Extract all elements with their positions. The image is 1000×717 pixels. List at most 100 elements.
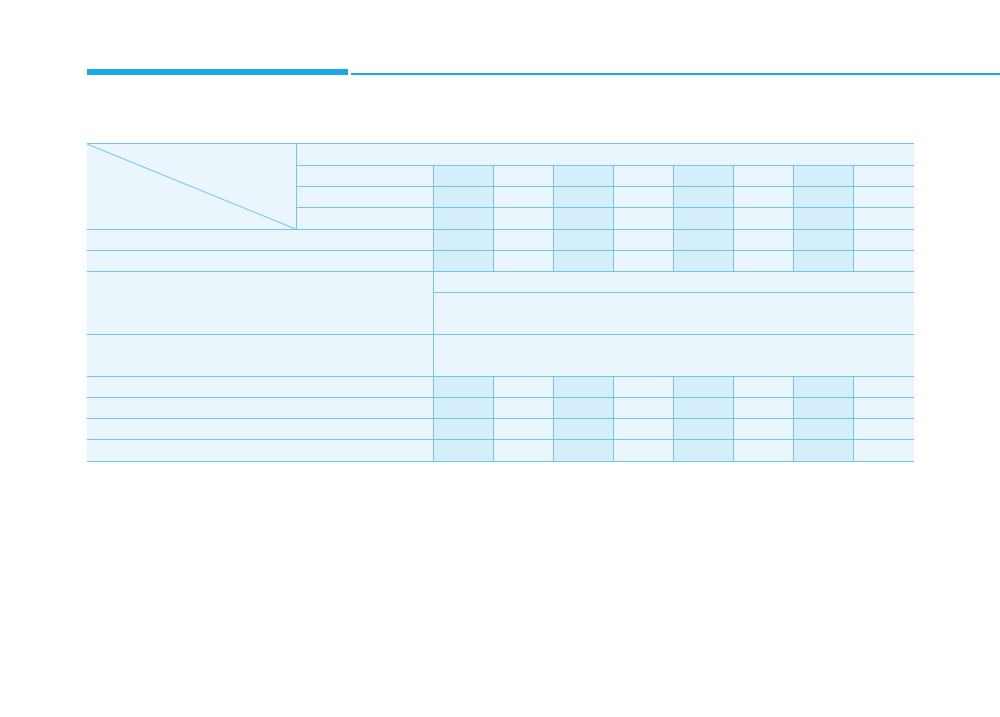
table-cell xyxy=(732,376,794,398)
table-cell xyxy=(792,397,854,419)
table-cell xyxy=(792,250,854,272)
table-cell xyxy=(672,418,734,440)
table-cell xyxy=(732,250,794,272)
table-row xyxy=(87,186,915,208)
table-cell xyxy=(492,376,554,398)
section-accent-bar xyxy=(87,69,348,75)
table-cell xyxy=(612,186,674,208)
table-cell xyxy=(432,165,494,187)
table-cell xyxy=(612,229,674,251)
section-header-rule xyxy=(351,73,1000,75)
table-cell xyxy=(552,165,614,187)
table-cell xyxy=(432,418,494,440)
table-cell xyxy=(552,439,614,462)
table-cell xyxy=(672,207,734,230)
table-cell xyxy=(672,229,734,251)
table-cell xyxy=(732,165,794,187)
table-cell xyxy=(792,207,854,230)
table-cell xyxy=(552,186,614,208)
table-cell xyxy=(792,229,854,251)
table-row xyxy=(87,418,915,440)
table-cell xyxy=(492,207,554,230)
row-label-cell xyxy=(87,250,434,272)
table-cell xyxy=(852,165,915,187)
table-cell xyxy=(552,418,614,440)
table-cell xyxy=(732,439,794,462)
table-cell xyxy=(732,186,794,208)
table-cell xyxy=(732,229,794,251)
table-cell xyxy=(432,439,494,462)
table-cell xyxy=(432,250,494,272)
row-label-cell xyxy=(87,439,434,462)
table-cell xyxy=(792,418,854,440)
table-cell xyxy=(672,376,734,398)
table-cell xyxy=(492,418,554,440)
table-cell xyxy=(432,229,494,251)
table-cell xyxy=(792,186,854,208)
table-cell xyxy=(492,439,554,462)
table-cell xyxy=(552,376,614,398)
table-cell xyxy=(732,418,794,440)
table-cell xyxy=(852,376,915,398)
table-cell xyxy=(612,207,674,230)
variant-label-cell xyxy=(296,186,434,208)
table-cell xyxy=(612,165,674,187)
table-cell xyxy=(852,229,915,251)
variant-label-cell xyxy=(296,165,434,187)
table-row xyxy=(87,439,915,462)
table-cell xyxy=(672,186,734,208)
merged-value-cell xyxy=(433,292,915,335)
diagonal-divider-line xyxy=(87,144,296,229)
row-label-cell xyxy=(87,376,434,398)
table-row xyxy=(87,229,915,251)
table-row xyxy=(87,292,915,335)
table-cell xyxy=(492,250,554,272)
table-cell xyxy=(792,376,854,398)
table-cell xyxy=(852,397,915,419)
table-header-row xyxy=(87,143,915,230)
merged-value-cell xyxy=(432,271,915,293)
table-cell xyxy=(672,165,734,187)
merged-value-cell xyxy=(432,334,915,377)
table-cell xyxy=(852,418,915,440)
row-label-cell xyxy=(87,397,434,419)
table-cell xyxy=(492,186,554,208)
table-row xyxy=(87,207,915,230)
table-cell xyxy=(612,439,674,462)
table-header-title xyxy=(295,143,915,166)
table-cell xyxy=(732,207,794,230)
table-row xyxy=(87,165,915,187)
table-row xyxy=(87,271,915,335)
table-row xyxy=(87,334,915,377)
table-row xyxy=(87,376,915,398)
row-label-cell xyxy=(87,271,434,335)
row-label-cell xyxy=(87,334,434,377)
table-cell xyxy=(432,376,494,398)
table-cell xyxy=(792,165,854,187)
table-cell xyxy=(432,186,494,208)
specification-table xyxy=(87,143,915,462)
table-cell xyxy=(672,397,734,419)
table-cell xyxy=(852,186,915,208)
row-label-cell xyxy=(87,229,434,251)
table-row xyxy=(87,397,915,419)
table-cell xyxy=(852,207,915,230)
table-cell xyxy=(612,418,674,440)
table-cell xyxy=(672,439,734,462)
table-row xyxy=(87,250,915,272)
table-cell xyxy=(552,207,614,230)
table-cell xyxy=(552,250,614,272)
table-cell xyxy=(732,397,794,419)
table-cell xyxy=(552,397,614,419)
table-cell xyxy=(612,376,674,398)
diagonal-corner-cell xyxy=(87,143,297,230)
row-label-cell xyxy=(87,418,434,440)
table-cell xyxy=(612,397,674,419)
table-cell xyxy=(492,397,554,419)
table-cell xyxy=(492,165,554,187)
table-cell xyxy=(852,439,915,462)
table-cell xyxy=(852,250,915,272)
table-cell xyxy=(612,250,674,272)
table-cell xyxy=(492,229,554,251)
table-cell xyxy=(672,250,734,272)
